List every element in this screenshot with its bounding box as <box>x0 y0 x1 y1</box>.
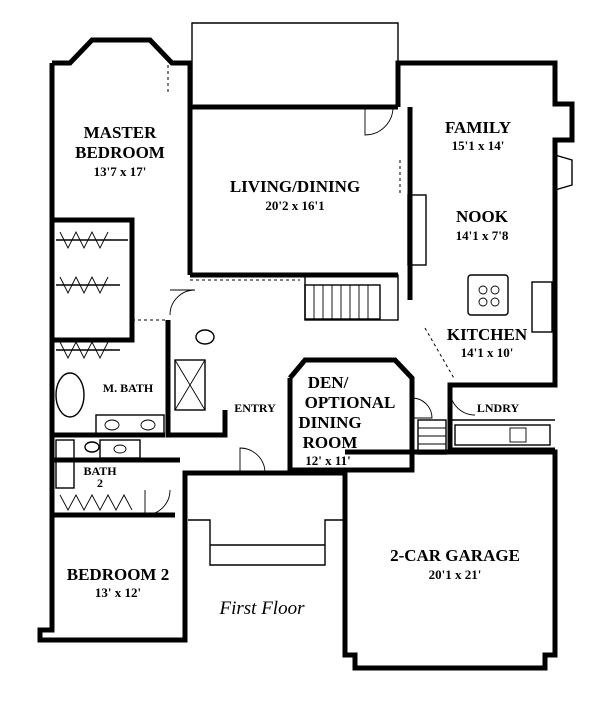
master-bedroom-size: 13'7 x 17' <box>94 164 147 179</box>
bath2-label-line2: 2 <box>97 476 103 490</box>
master-bath-label: M. BATH <box>103 381 154 395</box>
laundry-label: LNDRY <box>477 401 520 415</box>
nook-label: NOOK <box>456 207 509 226</box>
stairs <box>304 284 447 455</box>
master-bedroom-label-line1: MASTER <box>84 123 157 142</box>
den-label-line1: DEN/ <box>308 373 349 392</box>
den-label-line2: OPTIONAL <box>305 393 396 412</box>
den-label-line4: ROOM <box>303 433 358 452</box>
doors <box>132 65 476 516</box>
family-size: 15'1 x 14' <box>452 138 505 153</box>
fixtures <box>55 194 553 489</box>
kitchen-label: KITCHEN <box>447 325 528 344</box>
interior-walls <box>52 107 555 518</box>
den-size: 12' x 11' <box>305 453 351 468</box>
garage-label: 2-CAR GARAGE <box>390 546 520 565</box>
exterior-walls <box>37 22 575 671</box>
master-bedroom-label-line2: BEDROOM <box>75 143 165 162</box>
family-label: FAMILY <box>445 118 511 137</box>
bedroom2-label: BEDROOM 2 <box>67 565 169 584</box>
garage-size: 20'1 x 21' <box>429 567 482 582</box>
entry-label: ENTRY <box>234 401 276 415</box>
nook-size: 14'1 x 7'8 <box>456 228 509 243</box>
den-label-line3: DINING <box>298 413 361 432</box>
bath2-label-line1: BATH <box>83 464 117 478</box>
bedroom2-size: 13' x 12' <box>95 585 141 600</box>
kitchen-size: 14'1 x 10' <box>461 345 514 360</box>
closet-shelving <box>56 230 133 511</box>
living-dining-label: LIVING/DINING <box>230 177 360 196</box>
floor-caption: First Floor <box>219 598 306 619</box>
living-dining-size: 20'2 x 16'1 <box>265 198 324 213</box>
